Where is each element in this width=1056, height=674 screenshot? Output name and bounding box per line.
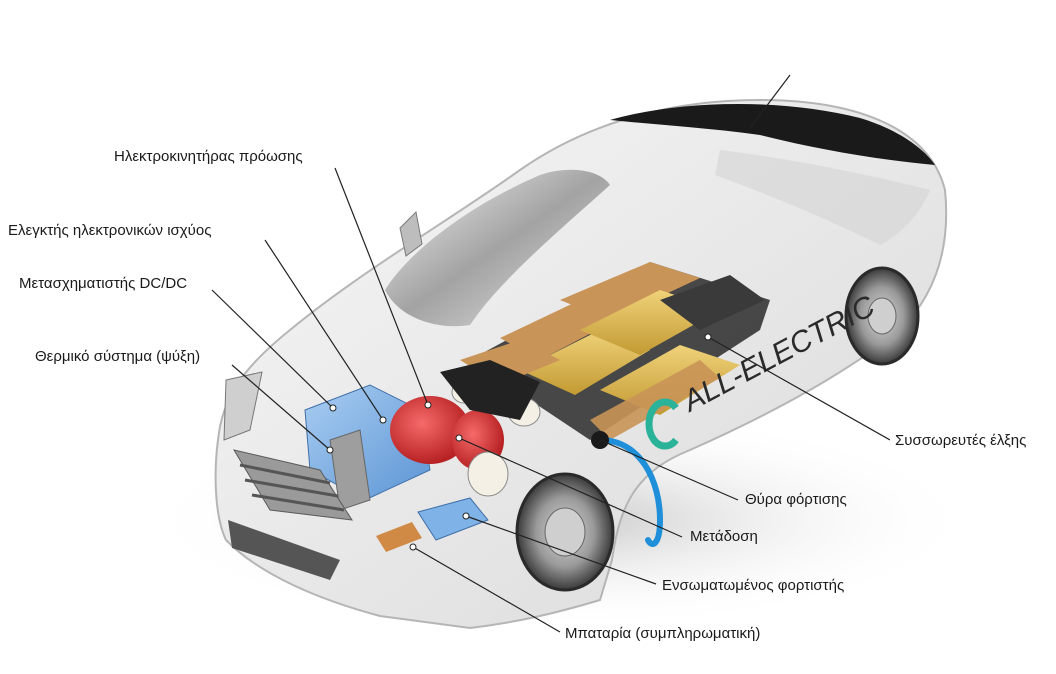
front-wheel: [517, 474, 613, 590]
label-power-controller: Ελεγκτής ηλεκτρονικών ισχύος: [8, 222, 211, 240]
label-thermal: Θερμικό σύστημα (ψύξη): [35, 348, 200, 366]
label-motor: Ηλεκτροκινητήρας πρόωσης: [114, 148, 303, 166]
label-charge-port: Θύρα φόρτισης: [745, 491, 847, 509]
label-onboard-charger: Ενσωματωμένος φορτιστής: [662, 577, 844, 595]
label-dcdc: Μετασχηματιστής DC/DC: [19, 275, 187, 293]
label-aux-battery: Μπαταρία (συμπληρωματική): [565, 625, 760, 643]
label-transmission: Μετάδοση: [690, 528, 758, 546]
label-traction-battery: Συσσωρευτές έλξης: [895, 432, 1026, 450]
